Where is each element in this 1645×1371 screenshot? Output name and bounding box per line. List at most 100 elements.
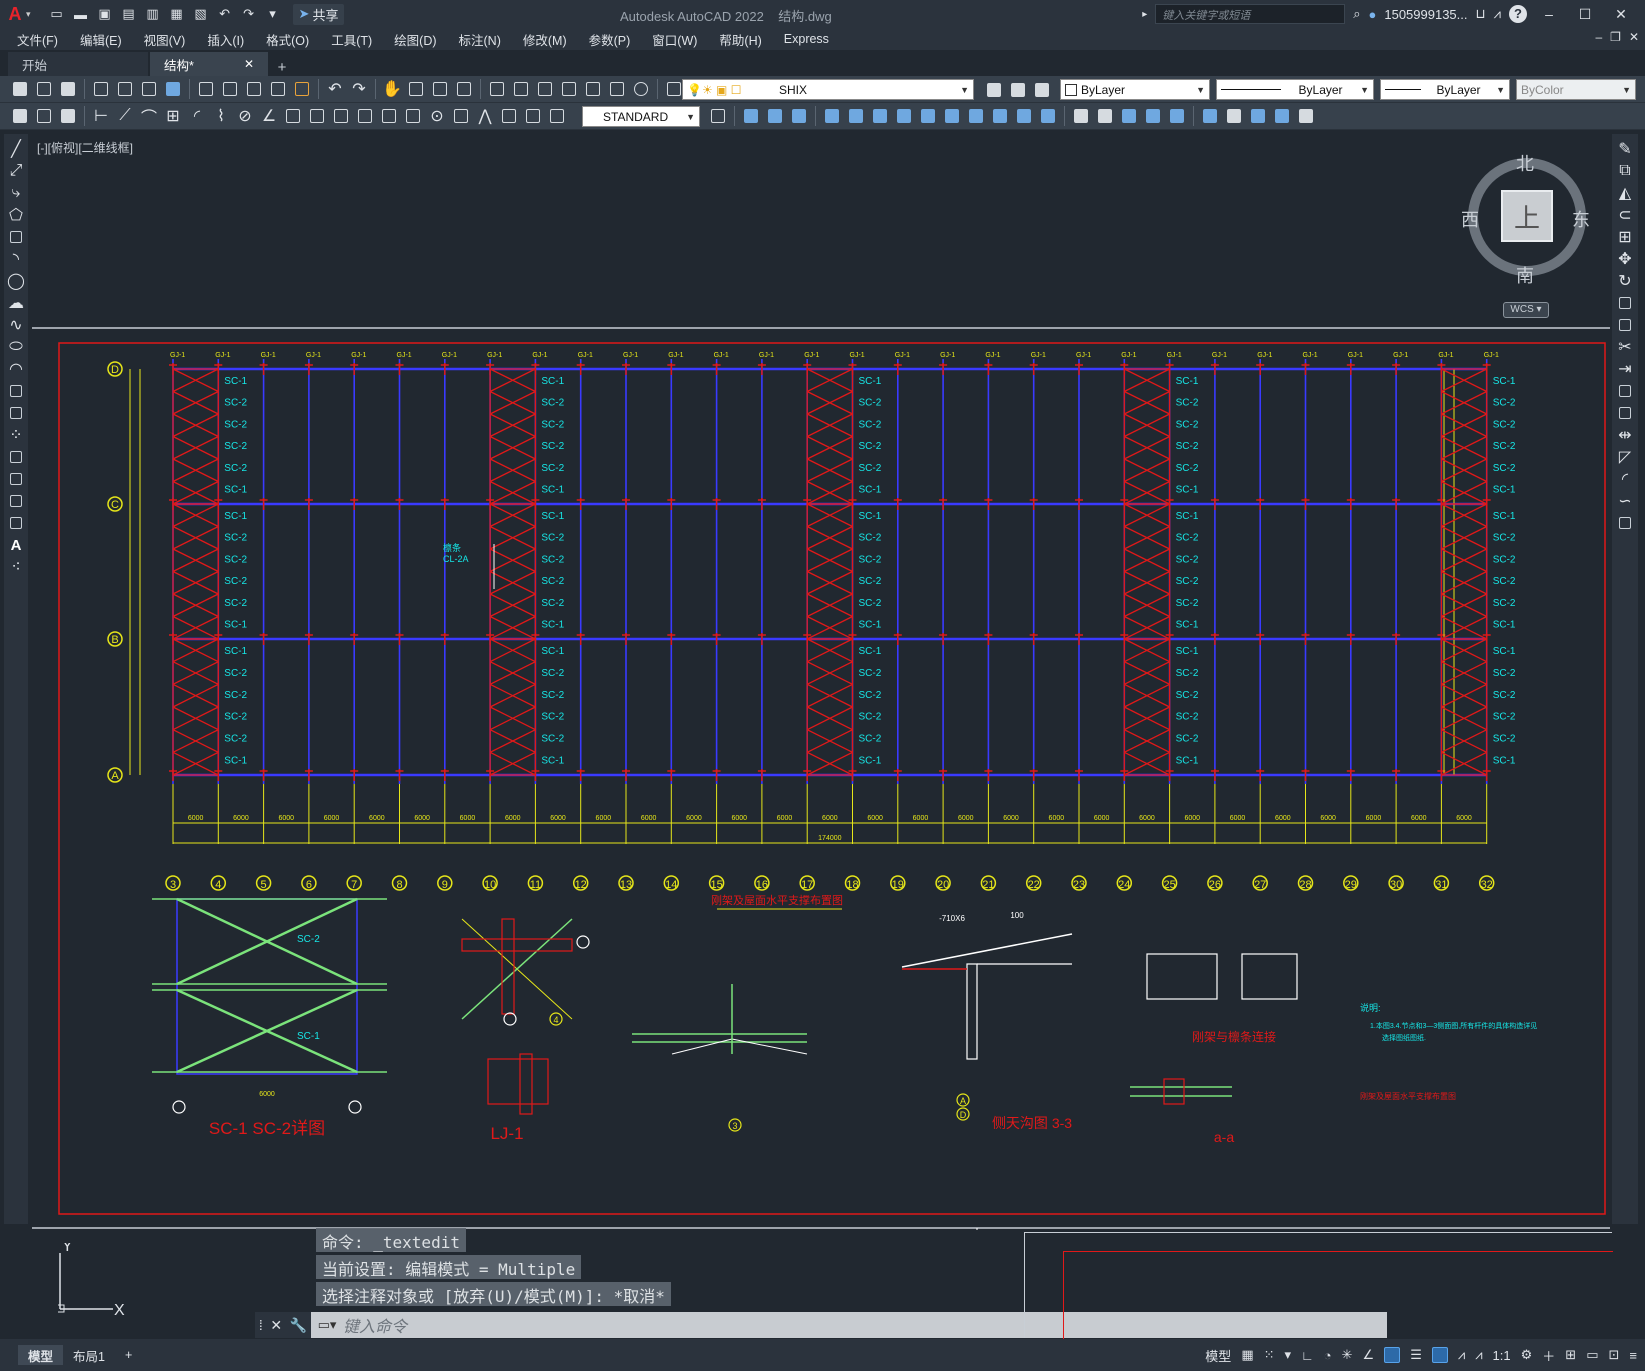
units-icon[interactable]: ⊞ (1565, 1347, 1577, 1362)
layer-match-icon[interactable] (1031, 80, 1053, 100)
tab-start[interactable]: 开始 (8, 52, 148, 76)
center-mark-icon[interactable]: ⊙ (430, 108, 444, 125)
section-icon[interactable] (1037, 106, 1059, 126)
break-at-point-icon[interactable] (1616, 382, 1634, 400)
lineweight-dropdown[interactable]: ByLayer ▼ (1380, 79, 1510, 100)
tool-palettes-icon[interactable] (534, 79, 556, 99)
help-tb-icon[interactable] (630, 79, 652, 99)
polygon-icon[interactable]: ⬠ (9, 207, 23, 224)
app-menu-chevron-icon[interactable]: ▾ (26, 8, 31, 19)
customization-icon[interactable]: ≡ (1629, 1347, 1637, 1363)
close-button[interactable]: ✕ (1615, 5, 1627, 22)
menu-item[interactable]: 窗口(W) (652, 33, 698, 48)
explode-icon[interactable] (1616, 514, 1634, 532)
plotstyle-dropdown[interactable]: ByColor ▼ (1516, 79, 1636, 100)
tab-model[interactable]: 模型 (18, 1345, 64, 1365)
erase-icon[interactable]: ✎ (1618, 141, 1632, 158)
dim-text-edit-icon[interactable] (522, 106, 544, 126)
dim-break-icon[interactable] (378, 106, 400, 126)
zoom-previous-icon[interactable] (453, 79, 475, 99)
wcs-menu[interactable]: WCS ▾ (1503, 302, 1549, 318)
extrude-icon[interactable] (821, 106, 843, 126)
auto-scale-icon[interactable]: ⩘ (1457, 1347, 1466, 1362)
search-icon[interactable]: ⌕ (1353, 6, 1361, 21)
new-file-icon[interactable]: ▭ (50, 6, 63, 21)
fillet-icon[interactable]: ◜ (1621, 471, 1629, 488)
add-layout-button[interactable]: + (124, 1348, 133, 1362)
snap-icon[interactable]: ⁙ (1263, 1347, 1275, 1362)
design-center-icon[interactable] (510, 79, 532, 99)
rotate-icon[interactable]: ↻ (1618, 273, 1632, 290)
menu-item[interactable]: 帮助(H) (719, 33, 762, 48)
customize-icon[interactable]: 🔧 (289, 1316, 308, 1333)
separate-icon[interactable] (1142, 106, 1164, 126)
annotation-monitor-icon[interactable]: ＋ (1542, 1348, 1556, 1364)
compass-north[interactable]: 北 (1516, 154, 1534, 174)
dim-style-icon[interactable] (707, 106, 729, 126)
mirror-icon[interactable]: ◭ (1618, 185, 1632, 202)
viewcube-top-face[interactable]: 上 (1501, 190, 1553, 242)
draw-order-icon[interactable] (9, 106, 31, 126)
publish-tb-icon[interactable] (138, 79, 160, 99)
web-icon[interactable] (162, 79, 184, 99)
slice-icon[interactable] (1013, 106, 1035, 126)
tab-structure[interactable]: 结构*✕ (150, 52, 268, 76)
annotation-visibility-icon[interactable] (1431, 1347, 1448, 1363)
help-icon[interactable]: ? (1509, 5, 1527, 23)
insert-block-icon[interactable] (7, 382, 25, 400)
paste-icon[interactable] (243, 79, 265, 99)
revision-cloud-icon[interactable]: ☁ (8, 295, 24, 312)
plot-preview-icon[interactable]: ▥ (146, 6, 159, 21)
cone-icon[interactable] (788, 106, 810, 126)
recent-commands-icon[interactable]: ▭▾ (317, 1317, 337, 1332)
ellipse-icon[interactable]: ⬭ (9, 338, 23, 355)
search-expand-icon[interactable]: ▸ (1142, 8, 1148, 20)
undo-tb-icon[interactable]: ↶ (328, 81, 342, 98)
tolerance-icon[interactable] (402, 106, 424, 126)
chevron-down-icon[interactable]: ▾ (1284, 1347, 1292, 1362)
isodraft-icon[interactable]: ✳ (1341, 1347, 1353, 1362)
open-icon[interactable] (33, 79, 55, 99)
workspace-gear-icon[interactable]: ⚙ (1520, 1347, 1533, 1362)
blend-curves-icon[interactable]: ∽ (1618, 493, 1632, 510)
minimize-button[interactable]: – (1545, 6, 1553, 22)
ellipse-arc-icon[interactable]: ◠ (9, 361, 23, 378)
doc-restore-button[interactable]: ❐ (1610, 30, 1621, 44)
menu-item[interactable]: 插入(I) (207, 33, 245, 48)
polar-icon[interactable]: ◔ (1323, 1347, 1332, 1363)
compass-ring[interactable] (1468, 158, 1586, 276)
construction-line-icon[interactable]: ⤢ (9, 162, 23, 179)
scale-icon[interactable] (1616, 294, 1634, 312)
menu-item[interactable]: 文件(F) (17, 33, 58, 48)
gradient-icon[interactable] (7, 470, 25, 488)
dim-update-icon[interactable] (546, 106, 568, 126)
layer-previous-icon[interactable] (1007, 80, 1029, 100)
properties-icon[interactable] (486, 79, 508, 99)
dimstyle-dropdown[interactable]: STANDARD ▼ (582, 106, 700, 127)
3d-move-icon[interactable] (1199, 106, 1221, 126)
layer-dropdown[interactable]: 💡☀ ▣ ☐ SHIX ▼ (682, 79, 974, 100)
ortho-icon[interactable]: ∟ (1301, 1347, 1314, 1363)
share-button[interactable]: ➤ 共享 (292, 3, 345, 25)
color-dropdown[interactable]: ByLayer ▼ (1060, 79, 1210, 100)
line-icon[interactable]: ╱ (11, 141, 21, 158)
new-tab-button[interactable]: + (277, 59, 287, 76)
save-icon[interactable]: ▣ (98, 6, 111, 21)
annotation-scale-icon[interactable]: ⩘ (1475, 1347, 1483, 1362)
clean-screen-icon[interactable]: ⊡ (1608, 1347, 1620, 1362)
intersect-icon[interactable] (965, 106, 987, 126)
copy-icon[interactable] (219, 79, 241, 99)
view-cube[interactable]: 上 北 南 西 东 WCS ▾ (1461, 150, 1590, 320)
ordinate-dim-icon[interactable]: ⊞ (166, 108, 180, 125)
extend-icon[interactable]: ⇥ (1618, 361, 1632, 378)
grid-icon[interactable]: ▦ (1241, 1347, 1254, 1362)
imprint-icon[interactable] (1166, 106, 1188, 126)
add-selected-icon[interactable]: ⁖ (11, 559, 21, 576)
union-icon[interactable] (917, 106, 939, 126)
block-editor-icon[interactable] (291, 79, 313, 99)
quick-properties-icon[interactable]: ▭ (1586, 1347, 1599, 1362)
save-tb-icon[interactable] (57, 79, 79, 99)
command-line-grip-icon[interactable]: ⁞ (258, 1317, 263, 1333)
jogged-linear-icon[interactable]: ⋀ (478, 108, 492, 125)
jogged-dim-icon[interactable]: ⌇ (217, 108, 225, 125)
